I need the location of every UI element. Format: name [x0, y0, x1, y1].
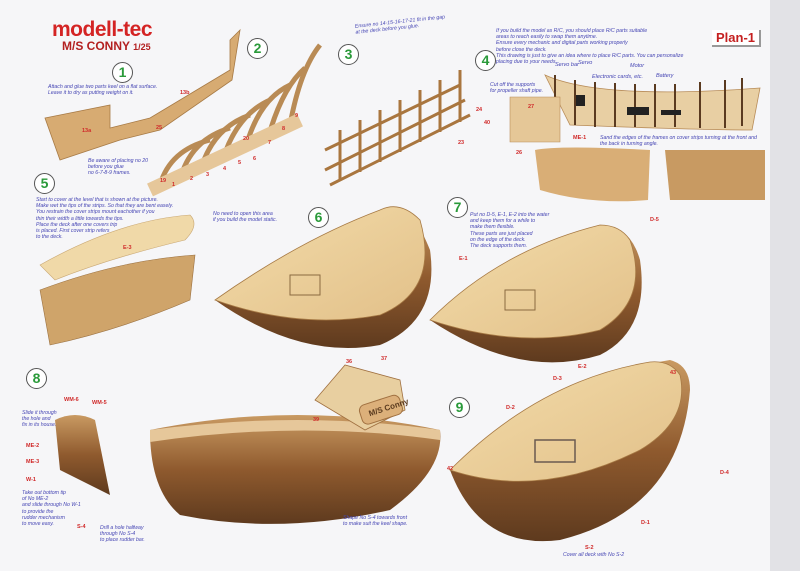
part-label: 3	[206, 172, 210, 178]
step-6-badge: 6	[308, 207, 329, 228]
model-name: M/S CONNY	[62, 39, 130, 53]
part-label: D-4	[720, 470, 729, 476]
part-label: 7	[268, 140, 272, 146]
part-label: 1	[172, 182, 176, 188]
part-label: 13a	[82, 128, 92, 134]
part-label: D-2	[506, 405, 515, 411]
step-3-badge: 3	[338, 44, 359, 65]
part-label: E-2	[578, 364, 587, 370]
hull-frame-illustration	[324, 70, 471, 187]
part-label: 42	[447, 466, 454, 472]
part-label: 5	[238, 160, 242, 166]
callout-battery: Battery	[656, 73, 674, 79]
part-label: W-1	[26, 477, 36, 483]
page-edge	[770, 0, 800, 571]
part-label: S-2	[585, 545, 594, 551]
part-label: ME-3	[26, 459, 40, 465]
boat-step6-illustration	[214, 206, 432, 348]
note-shaft: Cut off the supports for propeller shaft…	[490, 82, 544, 95]
note-drill: Drill a hole halfway through No S-4 to p…	[100, 525, 145, 544]
part-label: ME-2	[26, 443, 40, 449]
note-step8a: Slide it through the hole and fix in its…	[22, 410, 57, 429]
plan-label: Plan-1	[712, 30, 762, 47]
part-label: 4	[223, 166, 227, 172]
callout-motor: Motor	[630, 63, 645, 69]
note-step7: Put no D-5, E-1, E-2 into the water and …	[470, 212, 550, 250]
part-label: E-3	[123, 245, 132, 251]
part-label: S-4	[77, 524, 86, 530]
frames-illustration	[147, 43, 322, 197]
part-label: 25	[156, 125, 163, 131]
part-label: D-3	[553, 376, 562, 382]
callout-cards: Electronic cards, etc.	[592, 74, 644, 80]
part-label: 2	[190, 176, 194, 182]
brand-logo: modell-tec	[52, 18, 153, 41]
note-static: No need to open this area if you build t…	[213, 211, 278, 224]
part-label: 8	[282, 126, 286, 132]
note-sand: Sand the edges of the frames on cover st…	[600, 135, 757, 148]
note-step2: Be aware of placing no 20 before you glu…	[88, 158, 148, 177]
note-cover: Cover all deck with No S-2	[563, 552, 625, 558]
step-9-badge: 9	[449, 397, 470, 418]
boat-step7-illustration	[429, 224, 642, 363]
callout-servo-bar: Servo bar	[555, 62, 579, 68]
step-2-badge: 2	[247, 38, 268, 59]
part-label: 39	[313, 417, 320, 423]
step-7-badge: 7	[447, 197, 468, 218]
step-4-badge: 4	[475, 50, 496, 71]
part-label: 26	[516, 150, 523, 156]
part-label: D-5	[650, 217, 659, 223]
model-scale: 1/25	[133, 42, 151, 52]
note-step4: If you build the model as R/C, you shoul…	[496, 28, 684, 66]
part-label: 13b	[180, 90, 190, 96]
display-stand-illustration	[314, 364, 406, 431]
part-label: 19	[160, 178, 167, 184]
model-title: M/S CONNY 1/25	[62, 39, 151, 53]
note-step5: Start to cover at the level that is show…	[36, 197, 174, 241]
note-step8b: Take out bottom tip of No ME-2 and slide…	[22, 490, 81, 528]
part-label: E-1	[459, 256, 468, 262]
part-label: D-1	[641, 520, 650, 526]
part-label: 36	[346, 359, 353, 365]
step-8-badge: 8	[26, 368, 47, 389]
step-5-badge: 5	[34, 173, 55, 194]
part-label: 24	[476, 107, 483, 113]
step-1-badge: 1	[112, 62, 133, 83]
keel-illustration	[44, 28, 241, 161]
part-label: 20	[243, 136, 250, 142]
part-label: WM-6	[64, 397, 79, 403]
part-label: 9	[295, 113, 299, 119]
callout-servo: Servo	[578, 60, 593, 66]
rc-layout-illustration	[509, 74, 765, 202]
part-label: 43	[670, 370, 677, 376]
part-label: 27	[528, 104, 535, 110]
part-label: 40	[484, 120, 491, 126]
note-step1: Attach and glue two parts keel on a flat…	[48, 84, 158, 97]
part-label: 6	[253, 156, 257, 162]
part-label: 23	[458, 140, 465, 146]
boat-step9-illustration	[449, 360, 690, 542]
part-label: WM-5	[92, 400, 107, 406]
part-label: 37	[381, 356, 388, 362]
hull-step8-illustration	[55, 415, 441, 524]
deck-frames-illustration	[39, 214, 196, 346]
note-shape: Shape No S-4 towards front to make suit …	[343, 515, 408, 528]
part-label: ME-1	[573, 135, 587, 141]
